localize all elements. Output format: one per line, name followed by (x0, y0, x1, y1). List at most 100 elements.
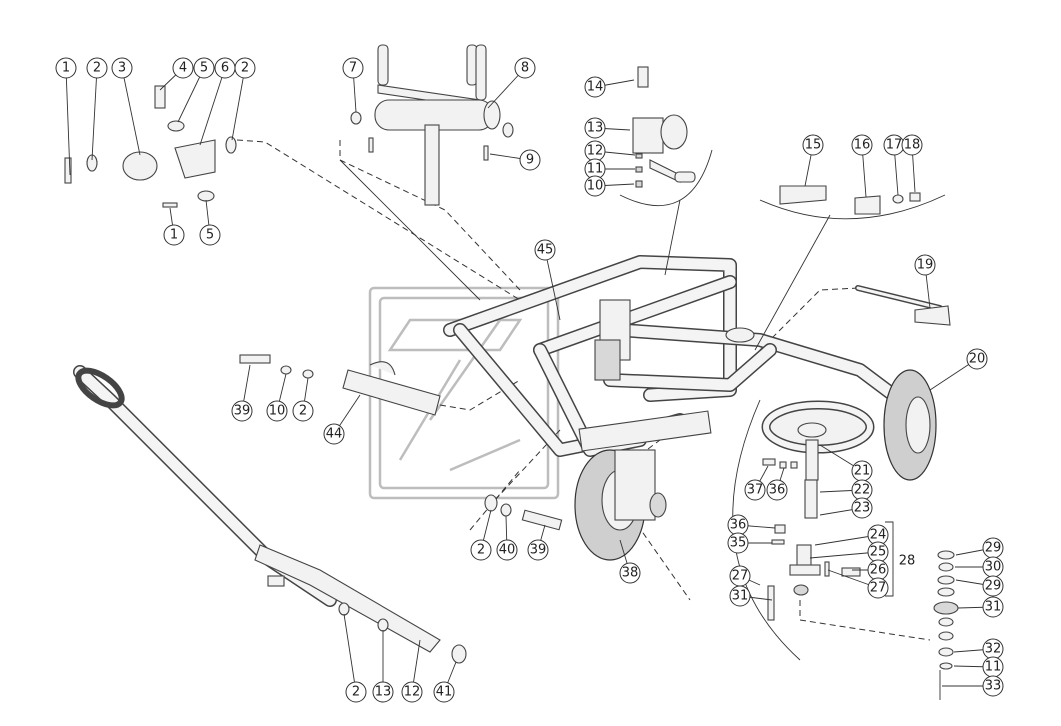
callout-label: 11 (985, 660, 1002, 675)
leader-line (231, 67, 246, 141)
callout-44: 44 (323, 394, 361, 445)
callout-label: 9 (526, 153, 534, 168)
callout-circle (584, 117, 606, 139)
callout-circle (727, 532, 749, 554)
leader-line (814, 534, 879, 546)
pivot-hardware (484, 458, 861, 621)
callout-label: 14 (587, 80, 604, 95)
callout-circle (433, 681, 455, 703)
callout-circle (401, 681, 423, 703)
callout-1a: 1 (55, 57, 77, 176)
callout-label: 2 (352, 685, 360, 700)
callout-circle (914, 254, 936, 276)
callout-label: 29 (985, 579, 1002, 594)
callout-31a: 31 (729, 585, 773, 607)
leader-line (809, 551, 879, 559)
leader-line (121, 67, 141, 156)
callout-circle (527, 539, 549, 561)
winch-assembly (632, 66, 696, 188)
callout-16: 16 (851, 134, 873, 198)
callout-10b: 10 (266, 373, 288, 422)
callout-label: 39 (234, 404, 251, 419)
callout-2d: 2 (470, 509, 492, 561)
callout-27b: 27 (827, 569, 889, 599)
callout-6: 6 (199, 57, 236, 146)
callout-label: 12 (404, 685, 421, 700)
callout-36a: 36 (766, 467, 788, 501)
callout-39a: 39 (231, 364, 253, 422)
callout-label: 10 (269, 404, 286, 419)
leader-line (65, 67, 71, 176)
callout-circle (619, 562, 641, 584)
callout-32: 32 (953, 638, 1004, 660)
callout-label: 15 (805, 138, 822, 153)
callout-label: 40 (499, 543, 516, 558)
callout-23: 23 (819, 497, 873, 519)
frame-assembly (443, 255, 907, 457)
callout-2a: 2 (86, 57, 108, 161)
steering-wheel (761, 400, 875, 596)
callout-circle (519, 149, 541, 171)
callout-circle (534, 239, 556, 261)
callout-39b: 39 (527, 524, 549, 561)
callout-9: 9 (489, 149, 541, 171)
callout-label: 3 (118, 61, 126, 76)
callout-circle (982, 575, 1004, 597)
callout-37: 37 (744, 465, 769, 501)
leader-line (91, 67, 98, 161)
callout-circle (744, 479, 766, 501)
callout-38: 38 (619, 539, 641, 584)
callout-circle (86, 57, 108, 79)
callout-label: 5 (200, 61, 208, 76)
callout-label: 28 (899, 554, 916, 569)
callout-circle (199, 224, 221, 246)
callout-8: 8 (487, 57, 536, 109)
callout-circle (231, 400, 253, 422)
callout-circle (496, 539, 518, 561)
callout-circle (55, 57, 77, 79)
callout-35: 35 (727, 532, 772, 554)
callout-13a: 13 (584, 117, 631, 139)
callout-circle (851, 497, 873, 519)
callout-label: 36 (769, 483, 786, 498)
callout-28: 28 (899, 554, 916, 569)
callout-label: 27 (870, 581, 887, 596)
callout-4: 4 (159, 57, 194, 91)
callout-17: 17 (883, 134, 905, 196)
clamp-hardware (779, 185, 921, 215)
callout-circle (982, 675, 1004, 697)
callout-label: 35 (730, 536, 747, 551)
callout-label: 36 (730, 518, 747, 533)
callout-circle (372, 681, 394, 703)
callout-label: 12 (587, 144, 604, 159)
callout-label: 24 (870, 528, 887, 543)
mounting-bracket (239, 354, 441, 416)
callout-22: 22 (819, 479, 873, 501)
callout-circle (163, 224, 185, 246)
callout-circle (193, 57, 215, 79)
leader-line (199, 67, 226, 146)
callout-14: 14 (584, 76, 635, 98)
callout-circle (514, 57, 536, 79)
callout-label: 25 (870, 545, 887, 560)
callout-label: 2 (477, 543, 485, 558)
callout-30: 30 (955, 556, 1004, 578)
callout-label: 2 (93, 61, 101, 76)
callout-label: 31 (732, 589, 749, 604)
callout-label: 39 (530, 543, 547, 558)
callout-label: 13 (375, 685, 392, 700)
callout-circle (901, 134, 923, 156)
callout-11b: 11 (953, 656, 1004, 678)
callout-1b: 1 (163, 207, 185, 246)
callout-circle (234, 57, 256, 79)
rear-axle (855, 285, 951, 326)
callout-label: 7 (349, 61, 357, 76)
callout-label: 22 (854, 483, 871, 498)
callout-26: 26 (852, 559, 889, 581)
callout-label: 20 (969, 352, 986, 367)
callout-31b: 31 (957, 596, 1004, 618)
callout-2e: 2 (343, 613, 367, 703)
callout-label: 21 (854, 464, 871, 479)
